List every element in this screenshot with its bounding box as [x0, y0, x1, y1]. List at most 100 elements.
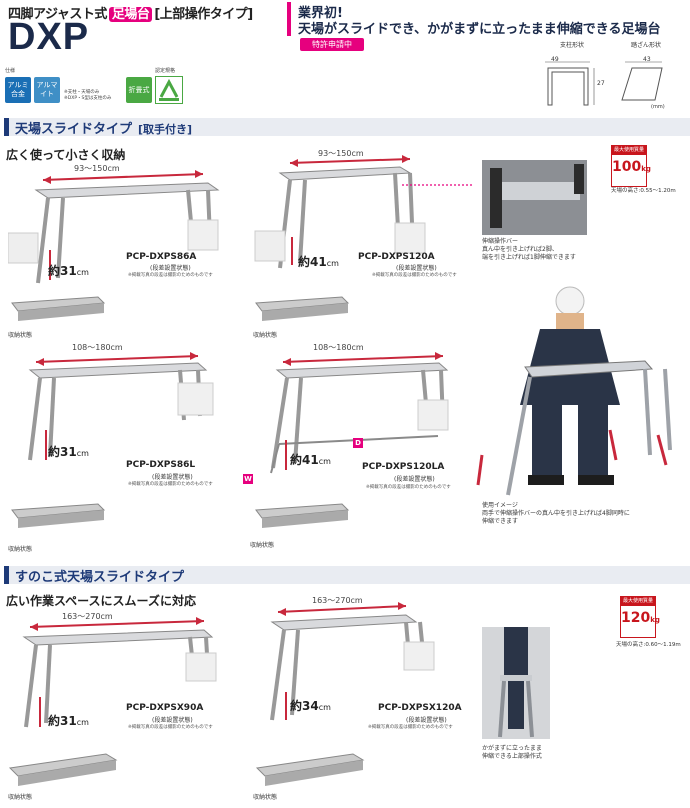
install-state: (段差設置状態) — [406, 717, 447, 724]
photo-note: ※掲載写真の段差は撮影のためのものです — [368, 725, 453, 730]
aluminum-alloy-icon: アルミ合金 — [5, 77, 31, 103]
span-label: 163～270cm — [62, 612, 113, 621]
tread-profile-label: 踏ざん形状 — [631, 42, 662, 49]
height-value: 約31 — [48, 445, 77, 459]
section-1-suffix: [取手付き] — [138, 123, 193, 136]
lever-desc-3: 端を引き上げれば1脚伸縮できます — [482, 254, 576, 261]
height-value: 約34 — [290, 699, 319, 713]
install-state: (段差設置状態) — [396, 265, 437, 272]
model-name: PCP-DXPSX120A — [378, 703, 462, 713]
stored-label: 収納状態 — [8, 332, 33, 339]
model-name: PCP-DXPS120LA — [362, 462, 445, 472]
height-label: 約34cm — [290, 697, 331, 714]
lever-description: 伸縮操作バー 真ん中を引き上げれば2脚、 端を引き上げれば1脚伸縮できます — [482, 238, 576, 262]
section-2-title: すのこ式天場スライドタイプ — [15, 570, 185, 585]
model-name: PCP-DXPS86L — [126, 460, 196, 470]
product-photo — [28, 352, 214, 461]
height-range: 天場の高さ:0.55～1.20m — [611, 188, 676, 194]
product-photo — [270, 602, 435, 721]
height-label: 約41cm — [290, 451, 331, 468]
stored-label: 収納状態 — [253, 794, 278, 801]
load-caption: 最大使用質量 — [621, 597, 655, 606]
subtitle-badge: 足場台 — [108, 7, 153, 22]
height-unit: cm — [318, 703, 331, 712]
standing-description: かがまずに立ったまま 伸縮できる上部操作式 — [482, 745, 542, 761]
section-1-heading: 広く使って小さく収納 — [6, 148, 126, 162]
pillar-width: 49 — [551, 56, 559, 63]
model-name: PCP-DXPS86A — [126, 252, 197, 262]
cert-label: 認定規格 — [155, 68, 176, 74]
stored-label: 収納状態 — [8, 794, 33, 801]
height-range: 天場の高さ:0.60～1.19m — [616, 642, 681, 648]
height-label: 約31cm — [48, 443, 89, 460]
photo-note: ※掲載写真の段差は撮影のためのものです — [128, 482, 213, 487]
height-value: 約31 — [48, 264, 77, 278]
stored-label: 収納状態 — [253, 332, 278, 339]
height-value: 約31 — [48, 714, 77, 728]
lever-photo — [482, 160, 587, 235]
pillar-height: 27 — [597, 80, 605, 87]
span-label: 108～180cm — [313, 343, 364, 352]
install-state: (段差設置状態) — [152, 474, 193, 481]
load-value-wrap: 100kg — [612, 155, 651, 181]
unit-label: (mm) — [651, 104, 665, 110]
stored-label: 収納状態 — [8, 546, 33, 553]
model-name: PCP-DXPS120A — [358, 252, 435, 262]
load-value-wrap: 120kg — [621, 606, 660, 632]
max-load-box: 最大使用質量 120kg — [620, 596, 660, 638]
certification-mark-icon — [155, 76, 183, 104]
height-unit: cm — [76, 718, 89, 727]
stored-photo — [11, 503, 106, 528]
span-label: 93～150cm — [74, 164, 120, 173]
spec-label: 仕様 — [5, 68, 16, 74]
usage-description: 使用イメージ 両手で伸縮操作バーの真ん中を引き上げれば4脚同時に 伸縮できます — [482, 502, 630, 526]
stored-photo — [8, 753, 118, 786]
stored-photo — [255, 503, 350, 528]
max-load-box: 最大使用質量 100kg — [611, 145, 651, 187]
lever-desc-2: 真ん中を引き上げれば2脚、 — [482, 246, 558, 253]
section-2-banner: すのこ式天場スライドタイプ — [4, 566, 690, 585]
height-unit: cm — [326, 259, 339, 268]
catch-line-1: 業界初! — [298, 6, 343, 21]
usage-desc-1: 両手で伸縮操作バーの真ん中を引き上げれば4脚同時に — [482, 510, 630, 517]
usage-photo — [476, 286, 672, 496]
stored-photo — [255, 296, 350, 321]
header-subtitle: 四脚アジャスト式足場台[上部操作タイプ] — [8, 3, 253, 22]
install-state: (段差設置状態) — [394, 476, 435, 483]
usage-title: 使用イメージ — [482, 502, 518, 509]
section-1-banner: 天場スライドタイプ [取手付き] — [4, 118, 690, 137]
height-unit: cm — [318, 457, 331, 466]
standing-photo — [482, 627, 550, 739]
stored-photo — [255, 753, 365, 786]
spec-note-2: ※DXP・S型は支柱のみ — [64, 96, 112, 101]
load-value: 100 — [612, 159, 642, 175]
alumite-icon: アルマイト — [34, 77, 60, 103]
photo-note: ※掲載写真の段差は撮影のためのものです — [366, 485, 451, 490]
span-label: 163～270cm — [312, 596, 363, 605]
spec-note-1: ※支柱・天場のみ — [64, 90, 100, 95]
photo-note: ※掲載写真の段差は撮影のためのものです — [372, 273, 457, 278]
span-label: 93～150cm — [318, 149, 364, 158]
stand-desc-2: 伸縮できる上部操作式 — [482, 753, 542, 760]
load-caption: 最大使用質量 — [612, 146, 646, 155]
profile-diagrams — [545, 61, 663, 106]
accent-bar — [287, 2, 291, 36]
stored-label: 収納状態 — [250, 542, 275, 549]
height-label: 約41cm — [298, 253, 339, 270]
height-value: 約41 — [290, 453, 319, 467]
catch-line-2: 天場がスライドでき、かがまずに立ったまま伸縮できる足場台 — [298, 22, 661, 37]
tread-width: 43 — [643, 56, 651, 63]
load-value: 120 — [621, 610, 651, 626]
product-photo — [22, 617, 217, 728]
usage-desc-2: 伸縮できます — [482, 518, 519, 525]
section-1-title: 天場スライドタイプ — [15, 122, 133, 137]
span-label: 108～180cm — [72, 343, 123, 352]
depth-marker: D — [353, 438, 363, 448]
photo-note: ※掲載写真の段差は撮影のためのものです — [128, 273, 213, 278]
lever-desc-1: 伸縮操作バー — [482, 238, 519, 245]
spec-notes: ※支柱・天場のみ※DXP・S型は支柱のみ — [64, 90, 111, 102]
load-unit: kg — [641, 165, 651, 173]
pillar-profile-label: 支柱形状 — [560, 42, 585, 49]
install-state: (段差設置状態) — [150, 265, 191, 272]
model-name: PCP-DXPSX90A — [126, 703, 204, 713]
